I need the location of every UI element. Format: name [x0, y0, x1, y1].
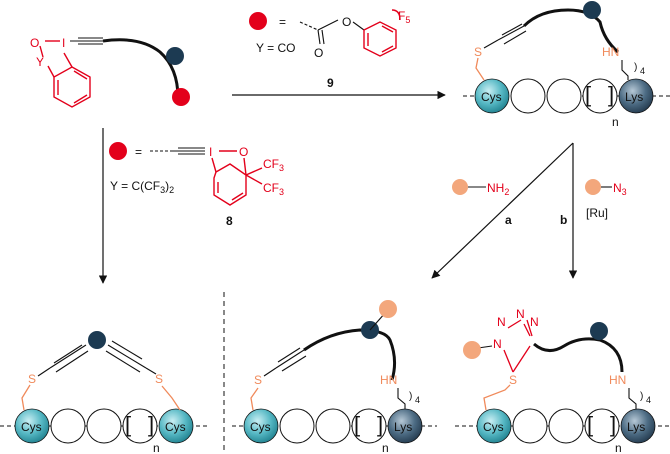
reagent-9-definition: = O O F5 Y = CO 9 — [249, 9, 410, 90]
svg-text:S: S — [474, 45, 482, 59]
svg-text:[: [ — [585, 82, 591, 107]
svg-text:Cys: Cys — [165, 420, 186, 434]
equals-sign: = — [279, 15, 286, 29]
iodine-label: I — [62, 36, 65, 50]
product-triazole-conjugate: [ ] Cys Lys n S N N N N HN ) 4 — [455, 307, 670, 454]
reactive-group-node — [172, 88, 190, 106]
reaction-arrows — [98, 90, 578, 284]
svg-text:S: S — [254, 373, 262, 387]
svg-text:]: ] — [608, 82, 614, 107]
path-a-label: a — [505, 213, 512, 227]
product-amine-conjugate: [ ] Cys Lys n S HN ) 4 — [232, 300, 437, 454]
svg-text:): ) — [409, 391, 412, 402]
hypervalent-iodine-reagent: O I Y — [30, 36, 190, 108]
reagent-number-8: 8 — [226, 214, 233, 228]
ruthenium-catalyst: [Ru] — [586, 206, 608, 220]
svg-text:Cys: Cys — [21, 420, 42, 434]
svg-text:]: ] — [610, 412, 616, 437]
svg-text:n: n — [382, 441, 389, 454]
triazole-ring: N N N N — [493, 307, 539, 373]
reactive-group-icon-2 — [109, 142, 127, 160]
svg-text:4: 4 — [640, 66, 645, 76]
azide-label: N3 — [613, 181, 627, 197]
payload-node-a — [452, 179, 468, 195]
reagent-number-9: 9 — [327, 76, 334, 90]
equals-sign-2: = — [135, 145, 142, 159]
path-b-label: b — [560, 213, 567, 227]
product-thioalkyne-lysine: [ ] Cys Lys n S HN ) 4 — [463, 1, 670, 129]
path-a-reagent: NH2 a — [452, 179, 512, 227]
svg-text:Cys: Cys — [483, 420, 504, 434]
svg-text:HN: HN — [602, 45, 619, 59]
svg-text:S: S — [155, 372, 163, 386]
svg-text:[: [ — [354, 412, 360, 437]
arrow-path-a — [431, 142, 574, 279]
cf3-upper: CF3 — [263, 157, 284, 173]
svg-text:N: N — [493, 337, 502, 351]
svg-text:4: 4 — [646, 395, 651, 405]
payload-node-b-product — [463, 341, 481, 359]
y-equals-ccf3: Y = C(CF3)2 — [110, 179, 174, 195]
payload-node-a-product — [379, 300, 397, 318]
cf3-lower: CF3 — [263, 181, 284, 197]
svg-text:Lys: Lys — [625, 90, 643, 104]
svg-text:S: S — [28, 372, 36, 386]
svg-text:]: ] — [377, 412, 383, 437]
cys-residue-left — [14, 408, 50, 444]
lys-residue-b — [620, 408, 656, 444]
svg-text:Cys: Cys — [250, 420, 271, 434]
iodine-label-2: I — [209, 145, 212, 159]
svg-text:n: n — [615, 441, 622, 454]
oxygen-label: O — [30, 36, 39, 50]
svg-text:[: [ — [125, 412, 131, 437]
svg-text:): ) — [634, 62, 637, 73]
reagent-8-definition: = I O CF3 CF3 Y = C(CF3)2 8 — [109, 142, 284, 228]
cys-residue — [474, 78, 510, 114]
lys-handle-node-bis — [88, 331, 106, 349]
lys-handle-node-product — [583, 1, 601, 19]
cys-residue-right — [158, 408, 194, 444]
svg-text:[: [ — [587, 412, 593, 437]
svg-text:N: N — [497, 315, 506, 329]
svg-text:N: N — [530, 315, 539, 329]
svg-text:Lys: Lys — [394, 420, 412, 434]
svg-text:Lys: Lys — [627, 420, 645, 434]
svg-text:N: N — [516, 307, 525, 321]
svg-text:]: ] — [148, 412, 154, 437]
svg-text:Cys: Cys — [481, 90, 502, 104]
oxygen-label-2: O — [239, 145, 248, 159]
path-b-reagent: N3 [Ru] b — [560, 179, 627, 227]
cys-residue-b — [476, 408, 512, 444]
reactive-group-icon — [249, 12, 267, 30]
ester-oxygen: O — [342, 15, 351, 29]
carbonyl-oxygen: O — [314, 46, 323, 60]
y-label: Y — [36, 55, 44, 69]
amine-label: NH2 — [487, 181, 509, 197]
svg-text:HN: HN — [609, 373, 626, 387]
pentafluoro-label: F5 — [398, 9, 410, 25]
svg-text:n: n — [153, 441, 160, 454]
svg-text:4: 4 — [415, 395, 420, 405]
svg-text:n: n — [612, 115, 619, 129]
cys-residue-a — [243, 408, 279, 444]
svg-text:): ) — [640, 391, 643, 402]
y-equals-co: Y = CO — [256, 41, 295, 55]
lys-handle-node — [166, 47, 184, 65]
payload-node-b — [585, 179, 601, 195]
lys-residue — [618, 78, 654, 114]
product-bis-thioalkyne: [ ] Cys Cys n S S — [0, 331, 210, 454]
svg-text:HN: HN — [380, 373, 397, 387]
lys-handle-node-b — [590, 322, 608, 340]
svg-text:S: S — [509, 373, 517, 387]
